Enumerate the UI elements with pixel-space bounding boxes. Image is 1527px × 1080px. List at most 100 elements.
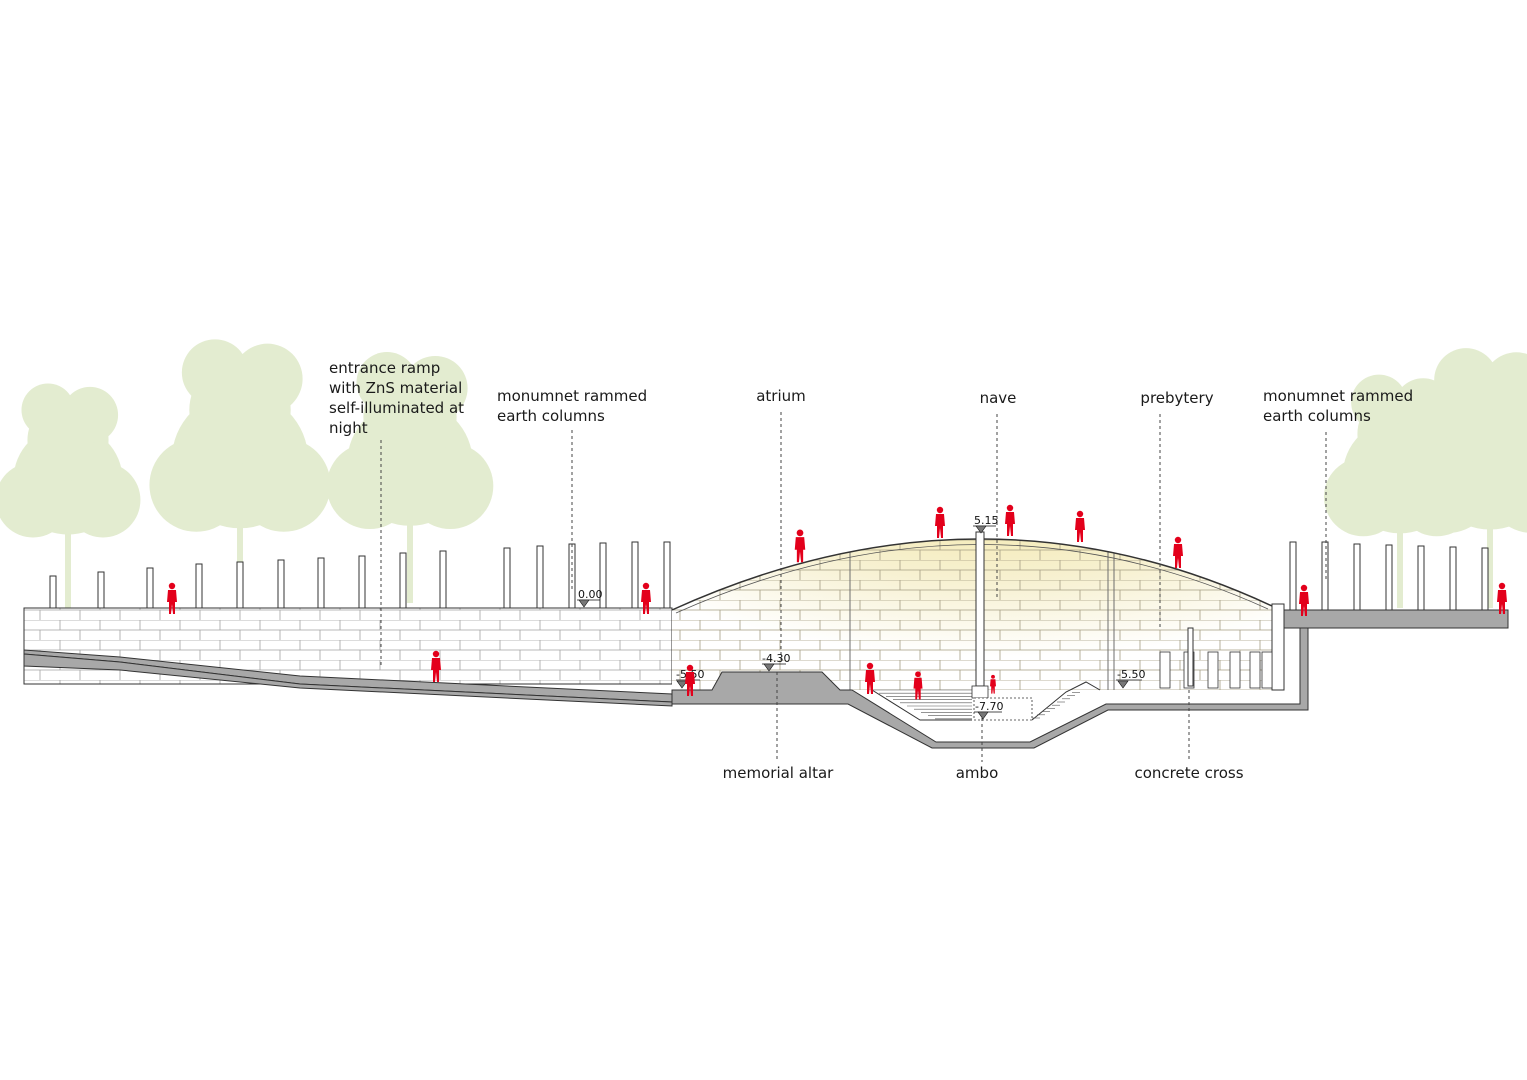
person-figure	[913, 671, 923, 700]
tree	[149, 339, 331, 608]
earth-column	[317, 557, 325, 609]
person-head	[168, 582, 176, 590]
earth-column	[1417, 545, 1425, 611]
person-body	[1497, 590, 1507, 614]
person-body	[167, 590, 177, 614]
person-body	[431, 658, 441, 682]
person-figure	[794, 529, 806, 563]
earth-column	[1385, 544, 1393, 611]
person-body	[865, 670, 875, 694]
tree-crown	[65, 462, 141, 538]
tree-crown	[1434, 348, 1498, 412]
pit-steps	[871, 681, 1101, 721]
tree-crown	[236, 438, 331, 532]
person-figure	[1173, 536, 1183, 568]
person-head	[686, 664, 694, 672]
person-figure	[1005, 504, 1015, 536]
earth-column	[399, 552, 407, 609]
tree-trunk	[1487, 524, 1493, 608]
presbytery-panel	[1159, 651, 1171, 689]
ambo-platform	[973, 697, 1033, 721]
step-profile-right	[1031, 681, 1101, 721]
person-body	[641, 590, 651, 614]
earth-column	[1289, 541, 1297, 611]
tree-crown	[1487, 443, 1527, 533]
earth-column	[49, 575, 57, 609]
earth-column	[97, 571, 105, 609]
person-head	[642, 582, 650, 590]
person-head	[991, 674, 995, 679]
person-head	[1006, 504, 1014, 512]
tree-crown	[407, 442, 494, 530]
label-memorial-altar: memorial altar	[722, 764, 834, 782]
person-head	[432, 650, 440, 658]
earth-column	[439, 550, 447, 609]
leader-lines	[380, 412, 1327, 762]
person-body	[1173, 544, 1183, 568]
person-figure	[865, 662, 875, 694]
nave-mast	[975, 531, 985, 687]
tree-trunk	[407, 520, 413, 603]
person-figure	[935, 506, 945, 538]
person-head	[915, 671, 921, 678]
left-earth-wall	[23, 607, 673, 685]
tree	[0, 383, 141, 608]
right-ground-slab	[1283, 609, 1509, 629]
elevation-altar: -4.30	[762, 652, 790, 672]
elevation-top: 5.15	[973, 514, 999, 534]
tree-trunk	[65, 530, 71, 608]
person-body	[1005, 512, 1015, 536]
elevation-ground-label: 0.00	[578, 588, 603, 601]
step-profile	[871, 689, 972, 721]
earth-column	[663, 541, 671, 609]
earth-column	[1321, 541, 1329, 611]
person-head	[796, 529, 804, 537]
elevation-floor-right-label: -5.50	[1117, 668, 1145, 681]
presbytery-panel	[1229, 651, 1241, 689]
tree-trunk	[1397, 528, 1403, 608]
tree-crown	[1403, 443, 1493, 533]
person-figure	[641, 582, 651, 614]
person-figure	[1497, 582, 1507, 614]
person-head	[936, 506, 944, 514]
earth-column	[146, 567, 154, 609]
earth-column	[631, 541, 639, 609]
tree-crown	[326, 442, 413, 530]
label-prebytery: prebytery	[1140, 389, 1214, 407]
person-figure	[1299, 584, 1309, 616]
tree-crown	[0, 462, 71, 538]
presbytery-panel	[1261, 651, 1273, 689]
concrete-cross-shape	[1187, 627, 1194, 687]
tree-crown	[1323, 457, 1403, 537]
earth-column	[1449, 546, 1457, 611]
presbytery-panel	[1207, 651, 1219, 689]
elevation-floor-right: -5.50	[1116, 668, 1145, 689]
tree-crown	[1351, 374, 1407, 431]
earth-column	[358, 555, 366, 609]
person-figure	[990, 674, 996, 694]
person-head	[1174, 536, 1182, 544]
earth-column	[503, 547, 511, 609]
presbytery-panel	[1249, 651, 1261, 689]
elevation-ground: 0.00	[577, 588, 603, 608]
person-figure	[685, 664, 695, 696]
person-body	[935, 514, 945, 538]
person-body	[794, 537, 806, 563]
earth-column	[536, 545, 544, 609]
tree-crown	[356, 352, 418, 413]
person-head	[1300, 584, 1308, 592]
elevation-top-label: 5.15	[974, 514, 999, 527]
elevation-markers: 0.00 5.15 -4.30 -5.50 -5.50 -7.70	[577, 514, 1145, 720]
label-nave: nave	[979, 389, 1017, 407]
earth-column	[1481, 547, 1489, 611]
tree	[326, 352, 494, 603]
person-figure	[431, 650, 441, 682]
elevation-pit-label: -7.70	[975, 700, 1003, 713]
person-figure	[167, 582, 177, 614]
earth-column	[236, 561, 244, 609]
label-columns-right: monumnet rammed earth columns	[1263, 387, 1414, 425]
tree-crown	[21, 383, 75, 437]
person-body	[990, 679, 996, 694]
tree-crown	[232, 343, 303, 414]
